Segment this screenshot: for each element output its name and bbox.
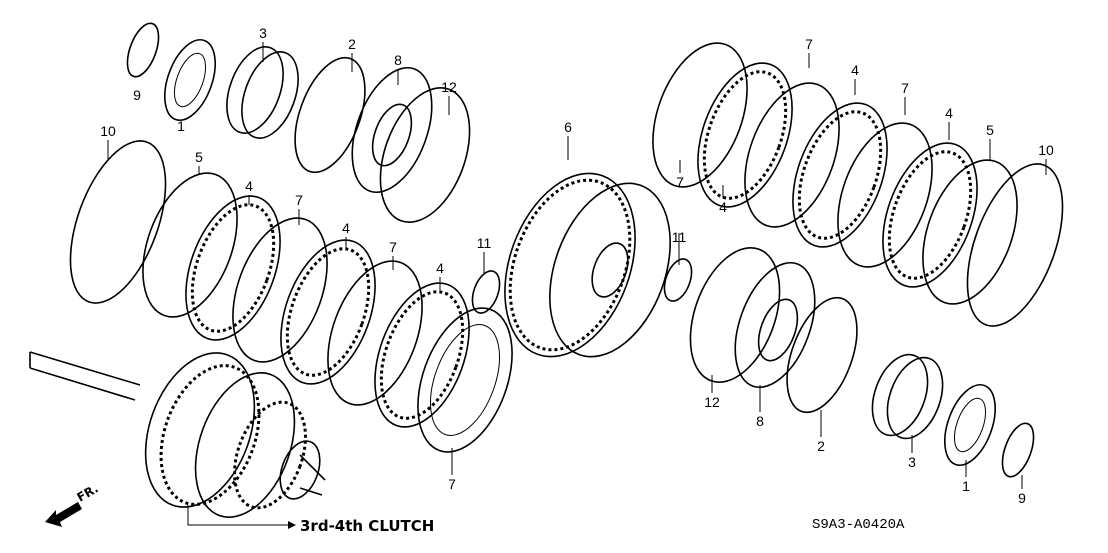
- callout: 3: [908, 454, 916, 470]
- callout: 8: [756, 413, 764, 429]
- spring-retainer-1-left[interactable]: [155, 33, 225, 127]
- o-ring-2-left[interactable]: [281, 48, 378, 181]
- front-direction-arrow-icon: [45, 502, 82, 527]
- o-ring-2-right[interactable]: [773, 288, 870, 421]
- snap-ring-9-left[interactable]: [121, 19, 165, 81]
- callout: 1: [962, 478, 970, 494]
- callout: 4: [245, 178, 253, 194]
- callout: 7: [676, 174, 684, 190]
- callout: 10: [1038, 142, 1054, 158]
- return-spring-3-right[interactable]: [862, 347, 953, 446]
- callout: 7: [805, 36, 813, 52]
- callout: 2: [348, 36, 356, 52]
- callout: 7: [389, 239, 397, 255]
- callout: 4: [342, 220, 350, 236]
- leader-lines: [107, 42, 1047, 489]
- callout: 4: [436, 260, 444, 276]
- o-ring-12-right[interactable]: [673, 236, 796, 395]
- spring-retainer-1-right[interactable]: [935, 378, 1005, 472]
- o-ring-12-left[interactable]: [363, 76, 486, 235]
- snap-ring-9-right[interactable]: [996, 419, 1040, 481]
- front-indicator: FR.: [75, 481, 101, 504]
- assembly-leader-arrow: [187, 505, 288, 526]
- callout: 11: [477, 235, 492, 251]
- callout: 9: [1018, 490, 1026, 506]
- callout: 8: [394, 52, 402, 68]
- callout: 9: [133, 87, 141, 103]
- piston-8-right[interactable]: [720, 252, 830, 398]
- diagram-code: S9A3-A0420A: [812, 517, 905, 533]
- callout: 12: [441, 79, 457, 95]
- arrowhead-icon: [288, 521, 296, 529]
- end-plate-5-left: [142, 172, 238, 318]
- callout: 5: [986, 122, 994, 138]
- callout: 2: [817, 438, 825, 454]
- clutch-plate-stack-right: [652, 42, 1064, 327]
- mainshaft-assembly[interactable]: [29, 338, 327, 531]
- callout: 5: [195, 149, 203, 165]
- callout: 7: [295, 192, 303, 208]
- callout: 7: [901, 80, 909, 96]
- callout: 3: [259, 25, 267, 41]
- assembly-label: 3rd-4th CLUTCH: [300, 517, 434, 535]
- callout: 4: [851, 62, 859, 78]
- callout: 7: [448, 476, 456, 492]
- callout: 1: [177, 118, 185, 134]
- callouts: 9 1 3 2 8 12 10 5 4 7 4 7 4 6 11 7 7 4 7…: [100, 25, 1054, 506]
- callout: 4: [719, 199, 727, 215]
- clutch-plate-stack-left: [69, 140, 513, 453]
- snap-ring-10-left: [69, 140, 167, 304]
- clutch-drum-6[interactable]: [481, 155, 692, 375]
- o-ring-11-right[interactable]: [659, 255, 697, 305]
- callout: 12: [704, 394, 720, 410]
- o-ring-11-left[interactable]: [467, 267, 505, 317]
- callout: 10: [100, 123, 116, 139]
- callout: 4: [945, 105, 953, 121]
- callout: 6: [564, 119, 572, 135]
- return-spring-3-left[interactable]: [216, 39, 309, 146]
